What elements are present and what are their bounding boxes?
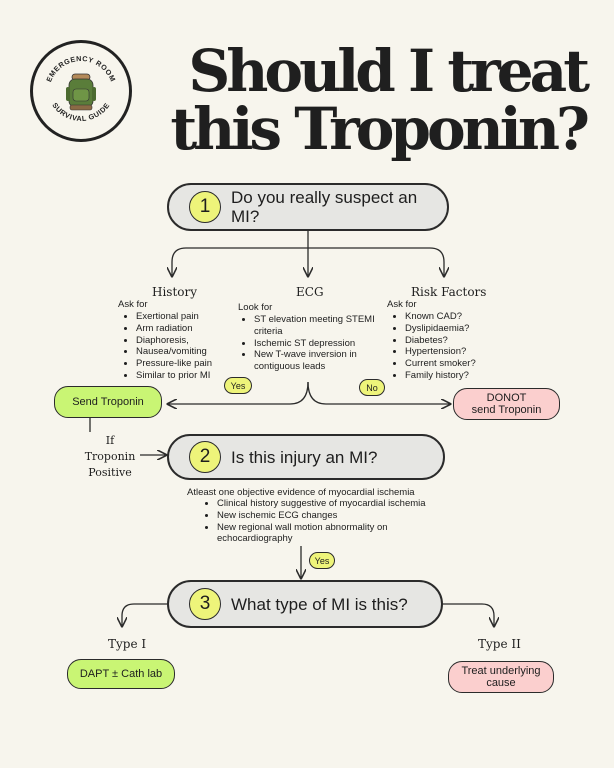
history-list: Exertional pain Arm radiation Diaphoresi… <box>118 311 246 382</box>
donot-line-1: DONOT <box>486 392 527 404</box>
type1-action-box: DAPT ± Cath lab <box>67 659 175 689</box>
title-line-2: this Troponin? <box>170 95 590 163</box>
connector-to-type2 <box>442 603 494 626</box>
connector-no-donot <box>307 381 450 404</box>
ecg-item: New T-wave inversion in contiguous leads <box>254 349 390 373</box>
step2-item: New ischemic ECG changes <box>217 510 457 522</box>
type2-heading: Type II <box>478 637 521 651</box>
risk-item: Family history? <box>405 370 515 382</box>
type1-heading: Type I <box>108 637 147 651</box>
send-troponin-box: Send Troponin <box>54 386 162 418</box>
note-line-3: Positive <box>88 466 132 479</box>
step1-question-box: 1 Do you really suspect an MI? <box>167 183 449 231</box>
history-item: Nausea/vomiting <box>136 346 246 358</box>
step2-question: Is this injury an MI? <box>231 447 378 467</box>
history-item: Diaphoresis, <box>136 335 246 347</box>
risk-item: Current smoker? <box>405 358 515 370</box>
type2-line-2: cause <box>486 677 516 689</box>
step3-number: 3 <box>189 588 221 620</box>
logo-badge: EMERGENCY ROOM SURVIVAL GUIDE <box>44 54 117 123</box>
step2-item: Clinical history suggestive of myocardia… <box>217 498 457 510</box>
note-line-1: If <box>105 434 115 447</box>
risk-heading: Risk Factors <box>411 285 487 299</box>
risk-list: Known CAD? Dyslipidaemia? Diabetes? Hype… <box>387 311 515 382</box>
step2-question-box: 2 Is this injury an MI? <box>167 434 445 480</box>
history-heading: History <box>152 285 198 299</box>
title-line-1: Should I treat <box>188 37 590 105</box>
history-item: Arm radiation <box>136 323 246 335</box>
step3-question-box: 3 What type of MI is this? <box>167 580 443 628</box>
history-item: Similar to prior MI <box>136 370 246 382</box>
ecg-list: ST elevation meeting STEMI criteria Isch… <box>236 314 390 373</box>
step1-number: 1 <box>189 191 221 223</box>
risk-intro: Ask for <box>387 299 417 310</box>
type2-line-1: Treat underlying <box>461 665 541 677</box>
history-item: Pressure-like pain <box>136 358 246 370</box>
connector-to-type1 <box>122 603 168 626</box>
risk-item: Diabetes? <box>405 335 515 347</box>
troponin-positive-note: If Troponin Positive <box>78 433 142 481</box>
type2-action-box: Treat underlying cause <box>448 661 554 693</box>
step3-question: What type of MI is this? <box>231 594 408 614</box>
risk-item: Dyslipidaemia? <box>405 323 515 335</box>
no-badge: No <box>359 379 385 396</box>
risk-item: Known CAD? <box>405 311 515 323</box>
ecg-intro: Look for <box>238 302 273 313</box>
step2-intro: Atleast one objective evidence of myocar… <box>187 487 415 498</box>
page-title: Should I treat this Troponin? <box>156 37 590 163</box>
donot-line-2: send Troponin <box>471 404 542 416</box>
yes-badge: Yes <box>224 377 252 394</box>
history-item: Exertional pain <box>136 311 246 323</box>
connector-step1-branches <box>171 247 444 276</box>
risk-item: Hypertension? <box>405 346 515 358</box>
step1-question: Do you really suspect an MI? <box>231 188 418 226</box>
ecg-heading: ECG <box>296 285 324 299</box>
backpack-icon <box>66 73 96 111</box>
step2-yes-badge: Yes <box>309 552 335 569</box>
history-intro: Ask for <box>118 299 148 310</box>
ecg-item: ST elevation meeting STEMI criteria <box>254 314 390 338</box>
logo: EMERGENCY ROOM SURVIVAL GUIDE <box>30 40 132 142</box>
donot-send-troponin-box: DONOT send Troponin <box>453 388 560 420</box>
step2-item: New regional wall motion abnormality on … <box>217 522 457 546</box>
step2-list: Clinical history suggestive of myocardia… <box>199 498 457 545</box>
ecg-item: Ischemic ST depression <box>254 338 390 350</box>
note-line-2: Troponin <box>84 450 136 463</box>
step2-number: 2 <box>189 441 221 473</box>
